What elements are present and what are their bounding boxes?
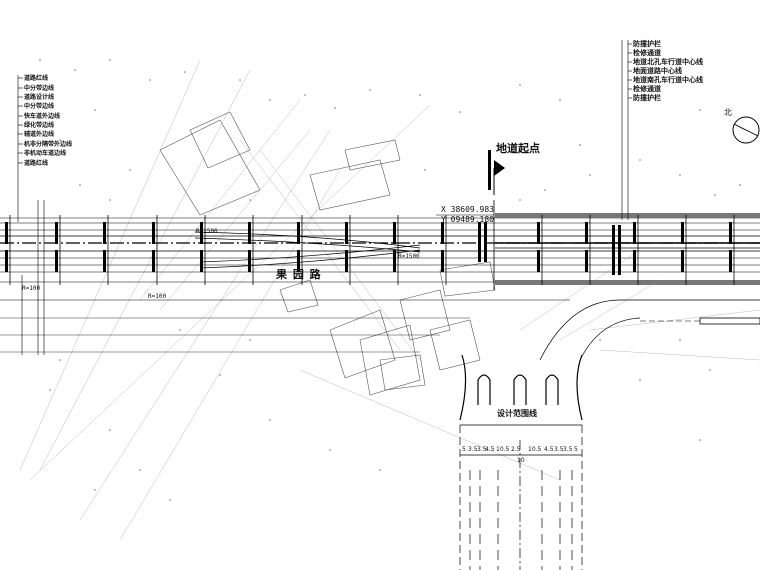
- radius-label: R=100: [148, 293, 166, 300]
- dimension-number: 2.5: [511, 446, 521, 453]
- radius-label: R=100: [22, 285, 40, 292]
- road-name: 果 园 路: [275, 267, 322, 281]
- topo-grid: [19, 59, 760, 541]
- dimension-number: 3.5: [477, 446, 487, 453]
- survey-points: [39, 59, 741, 501]
- right-legend: 防撞护栏 检修通道 地道北孔车行道中心线 地面道路中心线 地道南孔车行道中心线 …: [633, 39, 703, 102]
- right-legend-item: 地面道路中心线: [633, 66, 682, 75]
- design-boundary-label: 设计范围线: [497, 408, 537, 418]
- tunnel-section: [495, 213, 760, 325]
- left-legend-item: 快车道外边线: [23, 112, 60, 120]
- tunnel-start-label: 地道起点: [496, 141, 540, 155]
- coordinate-x: X 38609.983: [441, 205, 494, 214]
- dimension-number: 10.5: [528, 446, 542, 453]
- coordinate-y: Y 09489.180: [441, 215, 494, 224]
- station-labels: [5, 150, 732, 275]
- right-legend-item: 检修通道: [633, 48, 661, 57]
- tunnel-portals: [459, 354, 583, 421]
- right-legend-item: 地道南孔车行道中心线: [633, 75, 703, 84]
- right-legend-item: 检修通道: [633, 84, 661, 93]
- cross-section-dims: [459, 424, 583, 570]
- dimension-numbers: 5 3.5 3.5 4.5 10.5 2.5 10 10.5 4.5 3.5 3…: [462, 446, 578, 464]
- buildings: [159, 111, 496, 396]
- dimension-number: 5: [462, 446, 466, 453]
- left-legend-item: 中分带边线: [24, 84, 54, 92]
- left-legend-item: 道路红线: [24, 159, 48, 167]
- station-ticks: [9, 200, 735, 290]
- right-legend-item: 防撞护栏: [633, 39, 661, 48]
- dimension-number: 10.5: [496, 446, 510, 453]
- left-legend-item: 道路设计线: [24, 93, 54, 101]
- left-legend-item: 绿化带边线: [24, 121, 54, 129]
- left-legend-leaders: [17, 75, 23, 222]
- tunnel-start-marker: 地道起点: [493, 141, 540, 195]
- left-dim-lines: [21, 200, 45, 355]
- left-legend-item: 中分带边线: [24, 102, 54, 110]
- right-legend-item: 防撞护栏: [633, 93, 661, 102]
- radius-labels: R=1500 R=1500 R=100 R=100: [22, 228, 420, 300]
- north-label: 北: [724, 108, 732, 117]
- left-legend-item: 道路红线: [24, 74, 48, 82]
- radius-label: R=1500: [196, 228, 218, 235]
- dimension-number: 3.5: [563, 446, 573, 453]
- right-legend-leaders: [621, 40, 632, 220]
- left-legend-item: 机非分隔带外边线: [24, 140, 72, 148]
- dimension-number: 3.5: [468, 446, 478, 453]
- dimension-number: 3.5: [554, 446, 564, 453]
- radius-label: R=1500: [398, 253, 420, 260]
- dimension-number: 4.5: [544, 446, 554, 453]
- right-legend-item: 地道北孔车行道中心线: [633, 57, 703, 66]
- north-arrow: 北: [724, 108, 760, 144]
- left-legend: 道路红线 中分带边线 道路设计线 中分带边线 快车道外边线 绿化带边线 辅道外边…: [23, 74, 72, 167]
- left-legend-item: 辅道外边线: [24, 130, 54, 138]
- left-legend-item: 非机动车道边线: [24, 149, 66, 157]
- coordinate-block: X 38609.983 Y 09489.180: [436, 205, 494, 224]
- dimension-number: 4.5: [485, 446, 495, 453]
- dimension-number: 5: [574, 446, 578, 453]
- dimension-number: 10: [517, 457, 525, 464]
